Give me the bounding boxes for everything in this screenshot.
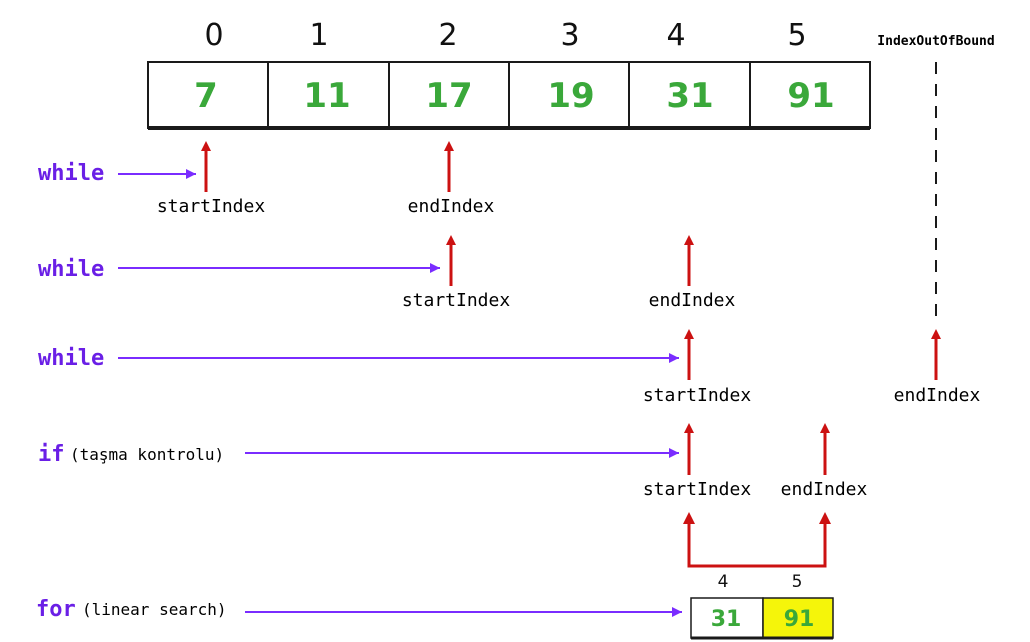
subarray-index: 4 — [718, 572, 729, 592]
step-keyword: while — [38, 346, 104, 371]
red-arrowhead — [683, 512, 695, 524]
index-out-of-bound-label: IndexOutOfBound — [877, 34, 994, 49]
start-index-label: startIndex — [157, 196, 266, 217]
subarray-bracket — [683, 512, 831, 568]
array: 7 11 17 19 31 91 — [147, 61, 871, 130]
array-index: 5 — [787, 18, 806, 53]
subarray-index: 5 — [792, 572, 803, 592]
step-5: for (linear search) — [36, 597, 682, 622]
end-index-label: endIndex — [408, 196, 495, 217]
red-bracket — [687, 524, 827, 568]
subarray-cell — [690, 597, 764, 639]
step-3: while startIndex endIndex — [38, 329, 981, 406]
array-cell-value: 31 — [666, 76, 713, 116]
array-index-labels: 0 1 2 3 4 5 — [204, 18, 806, 53]
step-note: (linear search) — [82, 600, 227, 619]
array-cell-value: 91 — [787, 76, 834, 116]
step-1: while startIndex endIndex — [38, 141, 495, 217]
start-index-label: startIndex — [402, 290, 511, 311]
subarray-cell-value: 91 — [784, 607, 815, 632]
end-index-label: endIndex — [649, 290, 736, 311]
step-keyword: if — [38, 442, 65, 467]
subarray: 4 5 31 91 — [690, 572, 834, 640]
array-cell-value: 7 — [194, 76, 218, 116]
array-index: 1 — [309, 18, 328, 53]
array-index: 2 — [438, 18, 457, 53]
end-index-label: endIndex — [781, 479, 868, 500]
step-keyword: while — [38, 257, 104, 282]
array-cell-value: 11 — [303, 76, 350, 116]
step-keyword: while — [38, 161, 104, 186]
step-2: while startIndex endIndex — [38, 235, 736, 311]
step-keyword: for — [36, 597, 76, 622]
start-index-label: startIndex — [643, 479, 752, 500]
red-arrowhead — [819, 512, 831, 524]
step-note: (taşma kontrolu) — [70, 445, 224, 464]
array-index: 3 — [560, 18, 579, 53]
array-cell-value: 17 — [425, 76, 472, 116]
array-cell-value: 19 — [547, 76, 594, 116]
subarray-cell-value: 31 — [711, 607, 742, 632]
subarray-cell-highlighted — [762, 597, 834, 639]
step-4: if (taşma kontrolu) startIndex endIndex — [38, 423, 868, 500]
start-index-label: startIndex — [643, 385, 752, 406]
array-index: 0 — [204, 18, 223, 53]
array-index: 4 — [666, 18, 685, 53]
end-index-label: endIndex — [894, 385, 981, 406]
